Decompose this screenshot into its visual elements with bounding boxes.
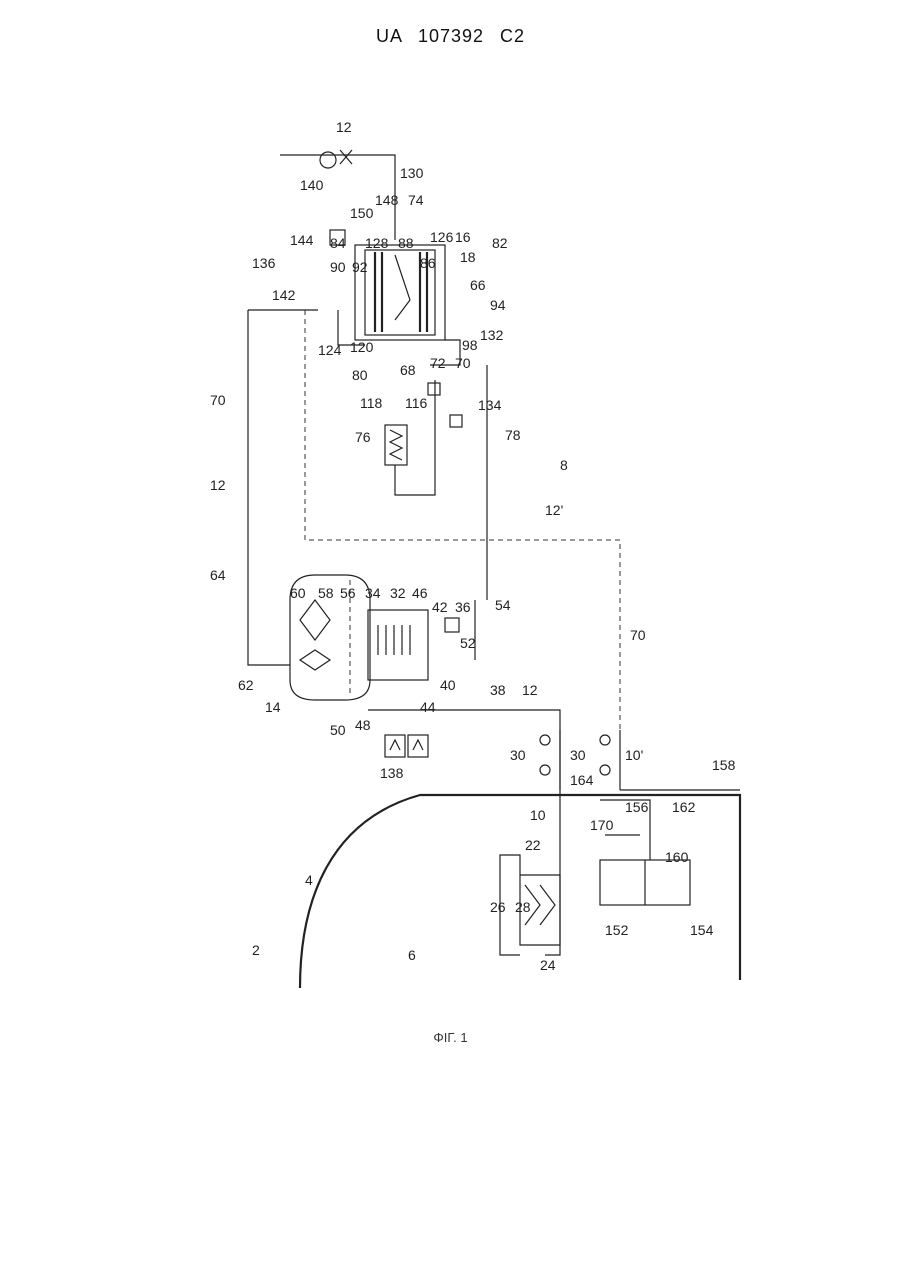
label-16: 16 [455, 229, 471, 245]
heater-coil [390, 430, 402, 460]
label-24: 24 [540, 957, 556, 973]
label-52: 52 [460, 635, 476, 651]
label-160: 160 [665, 849, 689, 865]
label-158: 158 [712, 757, 736, 773]
label-144: 144 [290, 232, 314, 248]
label-134: 134 [478, 397, 502, 413]
label-76: 76 [355, 429, 371, 445]
label-30a: 30 [510, 747, 526, 763]
label-88: 88 [398, 235, 414, 251]
label-12-mid: 12 [522, 682, 538, 698]
label-126: 126 [430, 229, 454, 245]
label-154: 154 [690, 922, 714, 938]
label-130: 130 [400, 165, 424, 181]
separator-32 [368, 610, 428, 680]
valve-30c [600, 735, 610, 745]
label-64: 64 [210, 567, 226, 583]
label-46: 46 [412, 585, 428, 601]
nozzles-42 [378, 625, 410, 655]
label-26: 26 [490, 899, 506, 915]
pipe-70 [248, 310, 290, 665]
label-98: 98 [462, 337, 478, 353]
label-28: 28 [515, 899, 531, 915]
valve-30d [600, 765, 610, 775]
label-10: 10 [530, 807, 546, 823]
label-36: 36 [455, 599, 471, 615]
label-14: 14 [265, 699, 281, 715]
label-54: 54 [495, 597, 511, 613]
label-170: 170 [590, 817, 614, 833]
label-12-top: 12 [336, 119, 352, 135]
label-136: 136 [252, 255, 276, 271]
label-56: 56 [340, 585, 356, 601]
label-118: 118 [360, 395, 383, 411]
valve-116 [450, 415, 462, 427]
label-94: 94 [490, 297, 506, 313]
label-90: 90 [330, 259, 346, 275]
label-58: 58 [318, 585, 334, 601]
label-120: 120 [350, 339, 374, 355]
label-22: 22 [525, 837, 541, 853]
label-44: 44 [420, 699, 436, 715]
label-72: 72 [430, 355, 446, 371]
valve-12-top [340, 150, 352, 164]
label-6: 6 [408, 947, 416, 963]
label-80: 80 [352, 367, 368, 383]
pipe-10 [545, 790, 560, 955]
label-42: 42 [432, 599, 448, 615]
label-84: 84 [330, 235, 346, 251]
label-12-prime: 12' [545, 502, 563, 518]
label-38: 38 [490, 682, 506, 698]
label-82: 82 [492, 235, 508, 251]
label-164: 164 [570, 772, 594, 788]
label-150: 150 [350, 205, 374, 221]
label-30b: 30 [570, 747, 586, 763]
label-2: 2 [252, 942, 260, 958]
label-32: 32 [390, 585, 406, 601]
valve-72 [428, 383, 440, 395]
label-142: 142 [272, 287, 296, 303]
label-68: 68 [400, 362, 416, 378]
label-10-prime: 10' [625, 747, 643, 763]
label-140: 140 [300, 177, 324, 193]
label-50: 50 [330, 722, 346, 738]
label-128: 128 [365, 235, 389, 251]
label-92: 92 [352, 259, 368, 275]
label-70-left: 70 [210, 392, 226, 408]
label-162: 162 [672, 799, 696, 815]
label-40: 40 [440, 677, 456, 693]
label-116: 116 [405, 395, 428, 411]
label-74: 74 [408, 192, 424, 208]
label-60: 60 [290, 585, 306, 601]
label-148: 148 [375, 192, 399, 208]
label-152: 152 [605, 922, 629, 938]
figure-caption: ΦIΓ. 1 [0, 1030, 901, 1045]
label-138: 138 [380, 765, 404, 781]
label-124: 124 [318, 342, 342, 358]
label-8: 8 [560, 457, 568, 473]
label-78: 78 [505, 427, 521, 443]
gauge-138b [408, 735, 428, 757]
label-66: 66 [470, 277, 486, 293]
unit-36 [445, 618, 459, 632]
label-70-right: 70 [455, 355, 471, 371]
label-48: 48 [355, 717, 371, 733]
valve-30b [540, 765, 550, 775]
label-12-left: 12 [210, 477, 226, 493]
label-34: 34 [365, 585, 381, 601]
gauge-138a [385, 735, 405, 757]
label-132: 132 [480, 327, 504, 343]
label-156: 156 [625, 799, 649, 815]
label-70-bottom: 70 [630, 627, 646, 643]
label-4: 4 [305, 872, 313, 888]
label-86: 86 [420, 255, 436, 271]
valve-30a [540, 735, 550, 745]
label-62: 62 [238, 677, 254, 693]
label-18: 18 [460, 249, 476, 265]
tank-mesh-60 [300, 600, 330, 640]
